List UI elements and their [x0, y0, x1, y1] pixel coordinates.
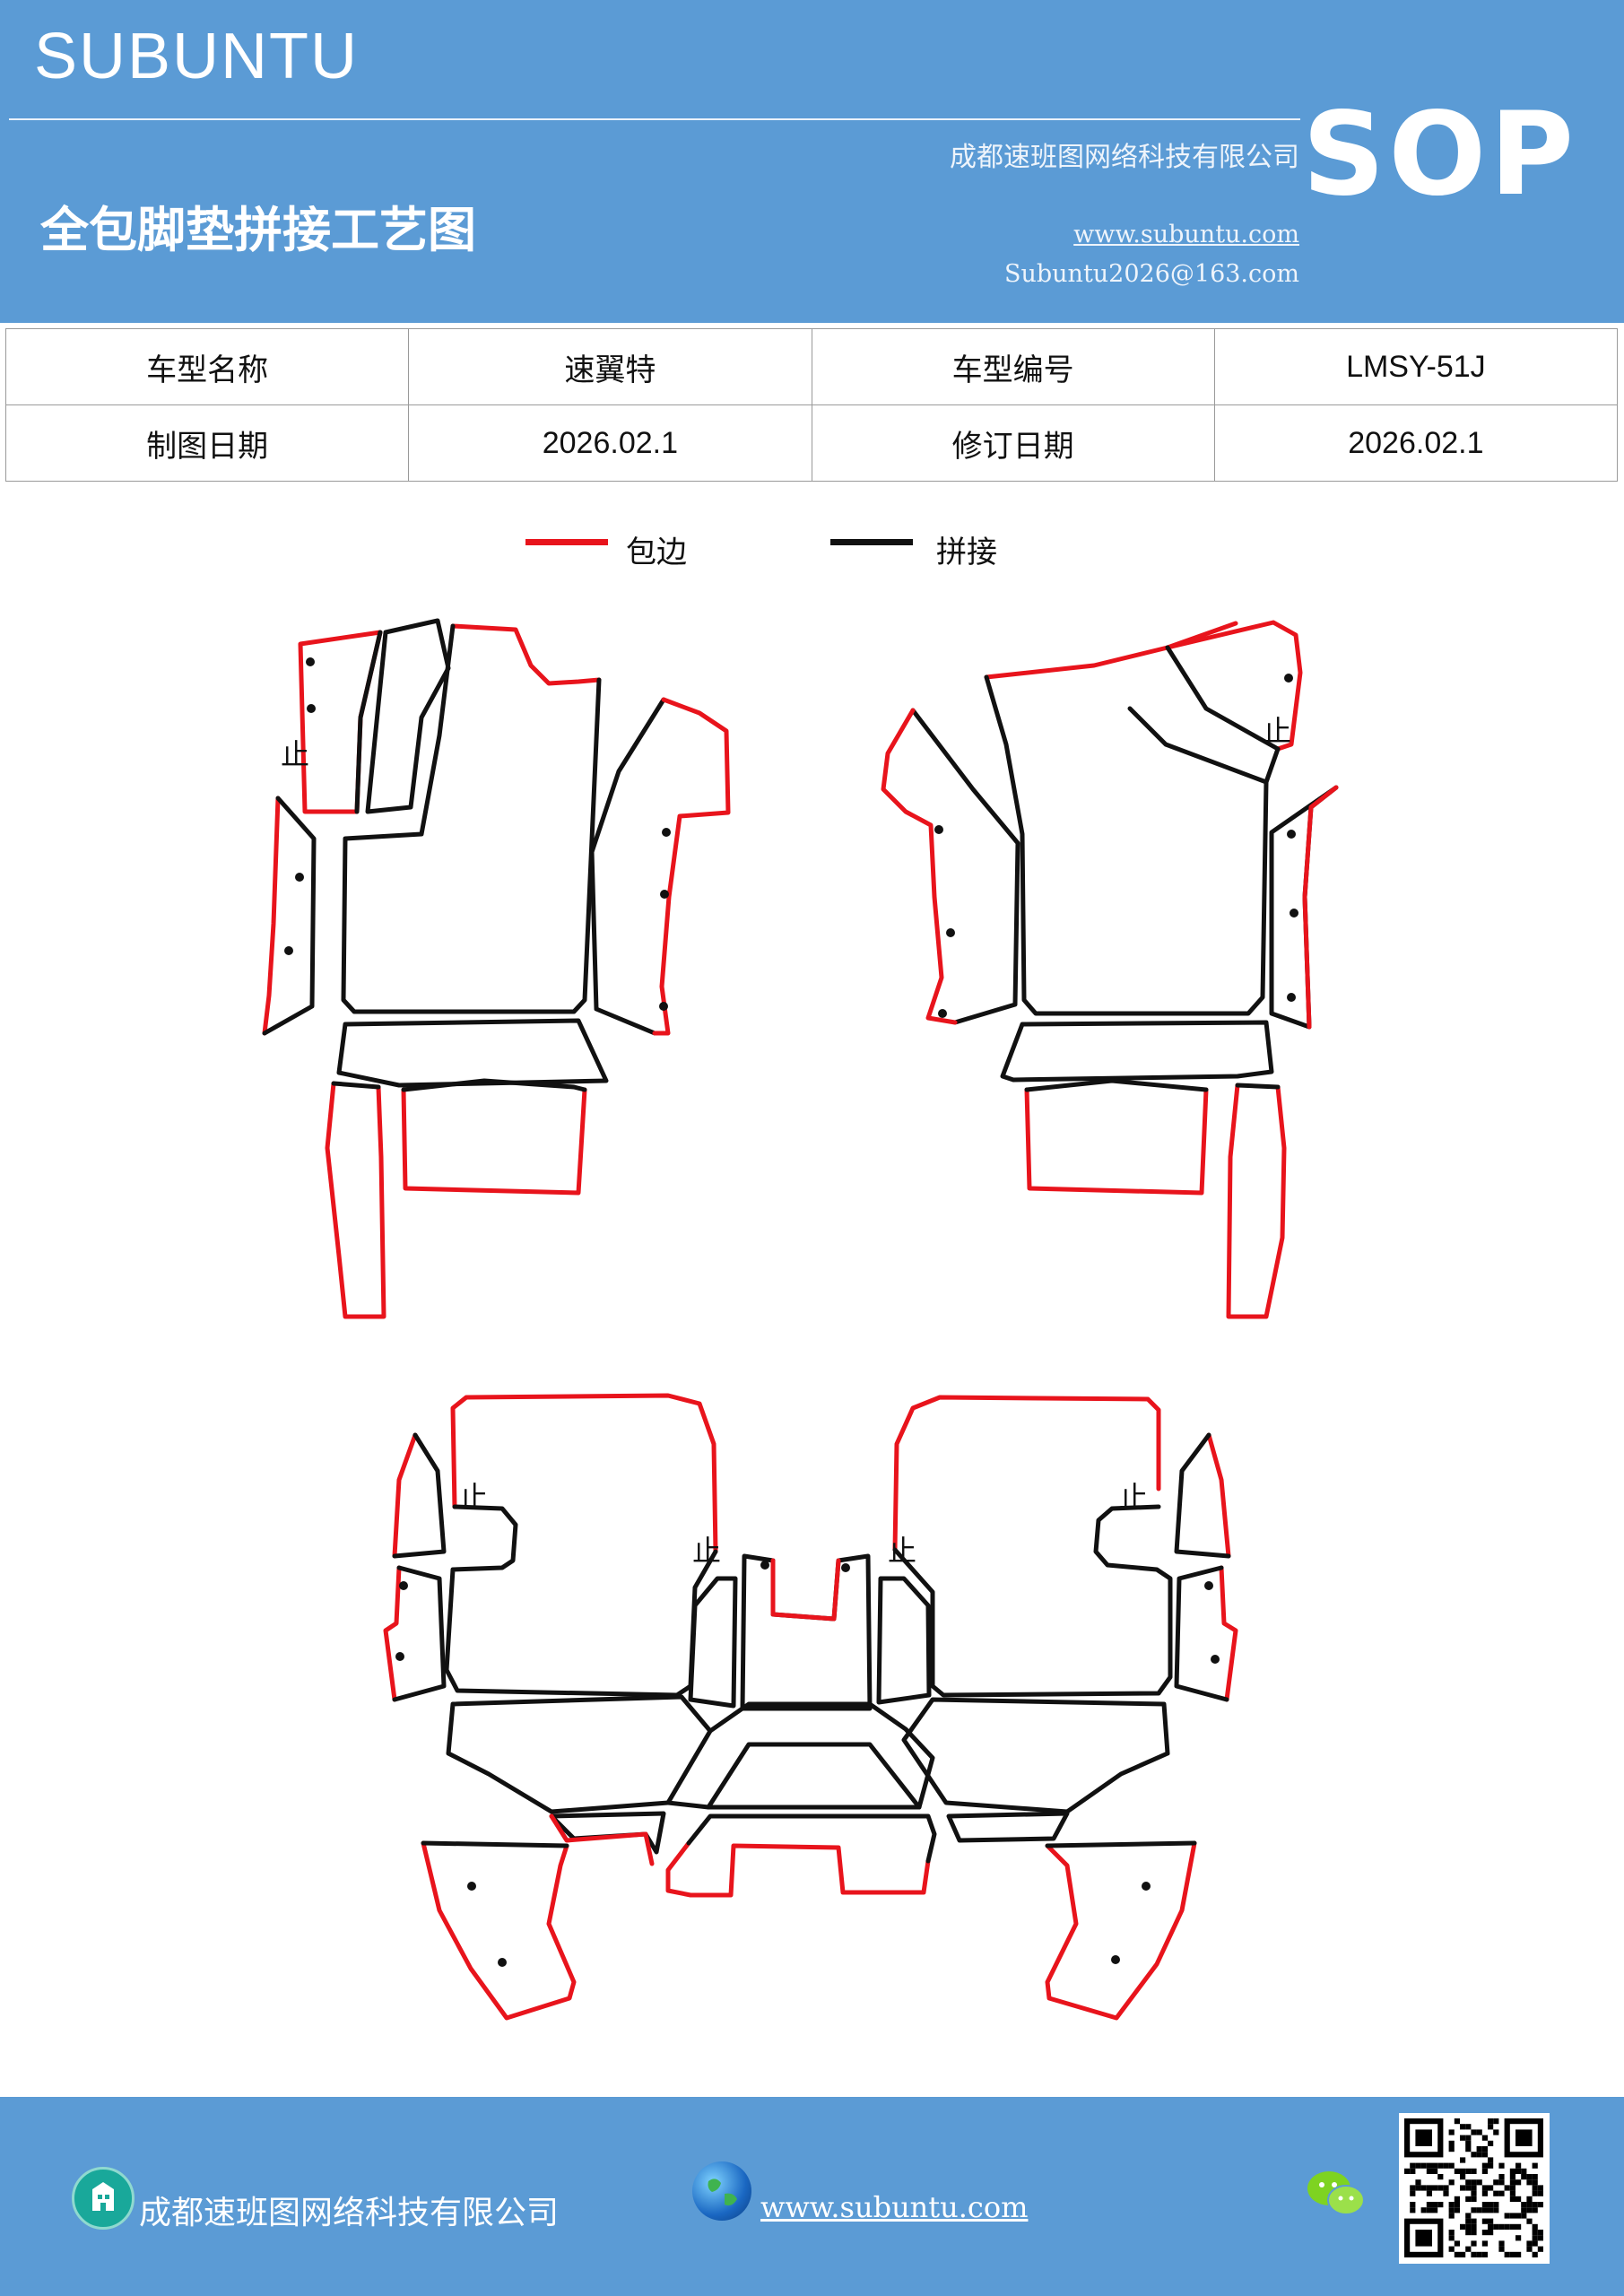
front-right-side-strip — [1302, 785, 1339, 1030]
front-left-right-edge — [652, 697, 731, 1036]
front-right-upper-flap — [1165, 620, 1303, 752]
legend: 包边 拼接 — [0, 527, 1624, 572]
rear-right-inner-strip — [876, 1576, 932, 1705]
stop-mark: 止 — [692, 1534, 721, 1568]
globe-icon — [692, 2161, 751, 2221]
legend-edge-label: 包边 — [626, 535, 687, 570]
sop-badge: SOP — [1302, 88, 1577, 222]
stop-mark: 止 — [1263, 714, 1291, 748]
stop-mark: 止 — [459, 1480, 488, 1514]
stop-mark: 止 — [888, 1534, 916, 1568]
legend-seam-swatch — [830, 539, 913, 545]
front-left-mat-group — [262, 618, 731, 1319]
front-right-left-edge — [881, 708, 958, 1025]
stop-mark: 止 — [281, 737, 309, 771]
header: SUBUNTU 成都速班图网络科技有限公司 全包脚垫拼接工艺图 www.subu… — [0, 0, 1624, 323]
rear-left-inner-strip — [688, 1576, 738, 1709]
table-cell: 速翼特 — [408, 328, 812, 405]
rear-right-main-mat — [892, 1504, 1173, 1698]
marker-dots — [284, 657, 1298, 1967]
building-icon — [72, 2167, 135, 2230]
front-left-bottom-box — [401, 1087, 587, 1196]
stop-mark: 止 — [1119, 1480, 1148, 1514]
front-left-main-mat — [341, 623, 602, 1014]
header-divider — [9, 118, 1300, 120]
qr-code-image — [1399, 2113, 1550, 2264]
front-left-side-strip — [262, 796, 281, 1036]
footer-company: 成都速班图网络科技有限公司 — [139, 2195, 560, 2231]
rear-left-lower-band — [446, 1694, 713, 1814]
rear-left-side-strip — [392, 1432, 418, 1559]
rear-right-side-strip — [1206, 1432, 1231, 1559]
info-table: 车型名称 速翼特 车型编号 LMSY-51J 制图日期 2026.02.1 修订… — [4, 328, 1619, 482]
footer-website-link[interactable]: www.subuntu.com — [760, 2190, 1029, 2224]
front-right-bottom-strip — [1226, 1083, 1287, 1319]
front-right-lower-band — [1000, 1020, 1274, 1083]
rear-center-tunnel — [740, 1553, 873, 1711]
rear-right-lower-band — [901, 1697, 1170, 1814]
header-email[interactable]: Subuntu2026@163.com — [1004, 260, 1299, 288]
rear-center-trapezoid — [706, 1742, 922, 1810]
table-cell: 修订日期 — [811, 404, 1215, 482]
rear-left-main-top — [450, 1393, 718, 1554]
footer: 成都速班图网络科技有限公司 www.subuntu.com — [0, 2097, 1624, 2296]
table-row: 车型名称 速翼特 车型编号 LMSY-51J — [4, 328, 1619, 405]
legend-edge-swatch — [525, 539, 608, 545]
rear-bottom-left-foot — [421, 1840, 577, 2021]
table-cell: LMSY-51J — [1213, 328, 1619, 405]
rear-right-connector — [946, 1811, 1070, 1843]
front-right-main-mat — [984, 674, 1269, 1016]
front-right-mat-group — [881, 620, 1339, 1319]
rear-mat-group — [383, 1393, 1238, 2021]
table-cell: 2026.02.1 — [1213, 404, 1619, 482]
rear-bottom-right-foot — [1045, 1840, 1197, 2021]
header-website-link[interactable]: www.subuntu.com — [1073, 221, 1299, 248]
table-cell: 制图日期 — [4, 404, 410, 482]
floor-mat-diagram: 止 止 止 止 止 止 — [262, 618, 1339, 2021]
front-right-bottom-box — [1024, 1087, 1209, 1196]
wechat-icon[interactable] — [1305, 2167, 1368, 2221]
brand-logo: SUBUNTU — [34, 21, 360, 92]
table-cell: 车型名称 — [4, 328, 410, 405]
front-left-mid-strip — [365, 618, 451, 814]
rear-right-main-top — [892, 1395, 1161, 1552]
table-cell: 车型编号 — [811, 328, 1215, 405]
front-left-main-top — [450, 623, 602, 686]
legend-seam-label: 拼接 — [936, 535, 997, 570]
front-left-bottom-strip — [325, 1081, 386, 1319]
table-row: 制图日期 2026.02.1 修订日期 2026.02.1 — [4, 404, 1619, 482]
table-cell: 2026.02.1 — [408, 404, 812, 482]
rear-left-connector — [549, 1811, 666, 1855]
rear-bottom-plate — [665, 1840, 931, 1898]
rear-left-main-mat — [444, 1504, 718, 1698]
front-left-lower-band — [336, 1018, 609, 1088]
header-company: 成都速班图网络科技有限公司 — [950, 142, 1299, 173]
front-right-top-edge — [984, 621, 1238, 680]
document-title: 全包脚垫拼接工艺图 — [40, 201, 476, 258]
